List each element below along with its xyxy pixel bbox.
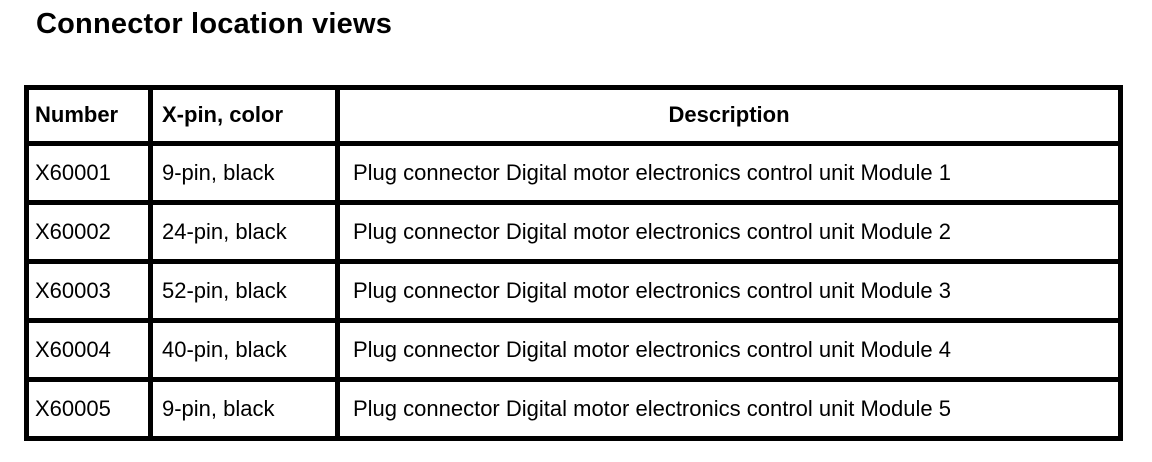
cell-pin-color: 24-pin, black xyxy=(153,205,335,259)
table-row: X60004 40-pin, black Plug connector Digi… xyxy=(29,323,1118,377)
table-row: X60001 9-pin, black Plug connector Digit… xyxy=(29,146,1118,200)
column-header-description: Description xyxy=(340,90,1118,141)
cell-pin-color: 9-pin, black xyxy=(153,146,335,200)
cell-description: Plug connector Digital motor electronics… xyxy=(340,323,1118,377)
cell-pin-color: 40-pin, black xyxy=(153,323,335,377)
cell-description: Plug connector Digital motor electronics… xyxy=(340,146,1118,200)
cell-description: Plug connector Digital motor electronics… xyxy=(340,205,1118,259)
column-header-number: Number xyxy=(29,90,148,141)
table-row: X60002 24-pin, black Plug connector Digi… xyxy=(29,205,1118,259)
cell-pin-color: 9-pin, black xyxy=(153,382,335,436)
cell-pin-color: 52-pin, black xyxy=(153,264,335,318)
cell-number: X60004 xyxy=(29,323,148,377)
cell-number: X60001 xyxy=(29,146,148,200)
cell-description: Plug connector Digital motor electronics… xyxy=(340,264,1118,318)
page-title: Connector location views xyxy=(36,8,393,40)
cell-number: X60003 xyxy=(29,264,148,318)
cell-number: X60002 xyxy=(29,205,148,259)
cell-number: X60005 xyxy=(29,382,148,436)
connector-location-table: Number X-pin, color Description X60001 9… xyxy=(24,85,1123,441)
column-header-pin-color: X-pin, color xyxy=(153,90,335,141)
cell-description: Plug connector Digital motor electronics… xyxy=(340,382,1118,436)
table-row: X60003 52-pin, black Plug connector Digi… xyxy=(29,264,1118,318)
table-row: X60005 9-pin, black Plug connector Digit… xyxy=(29,382,1118,436)
table-header-row: Number X-pin, color Description xyxy=(29,90,1118,141)
